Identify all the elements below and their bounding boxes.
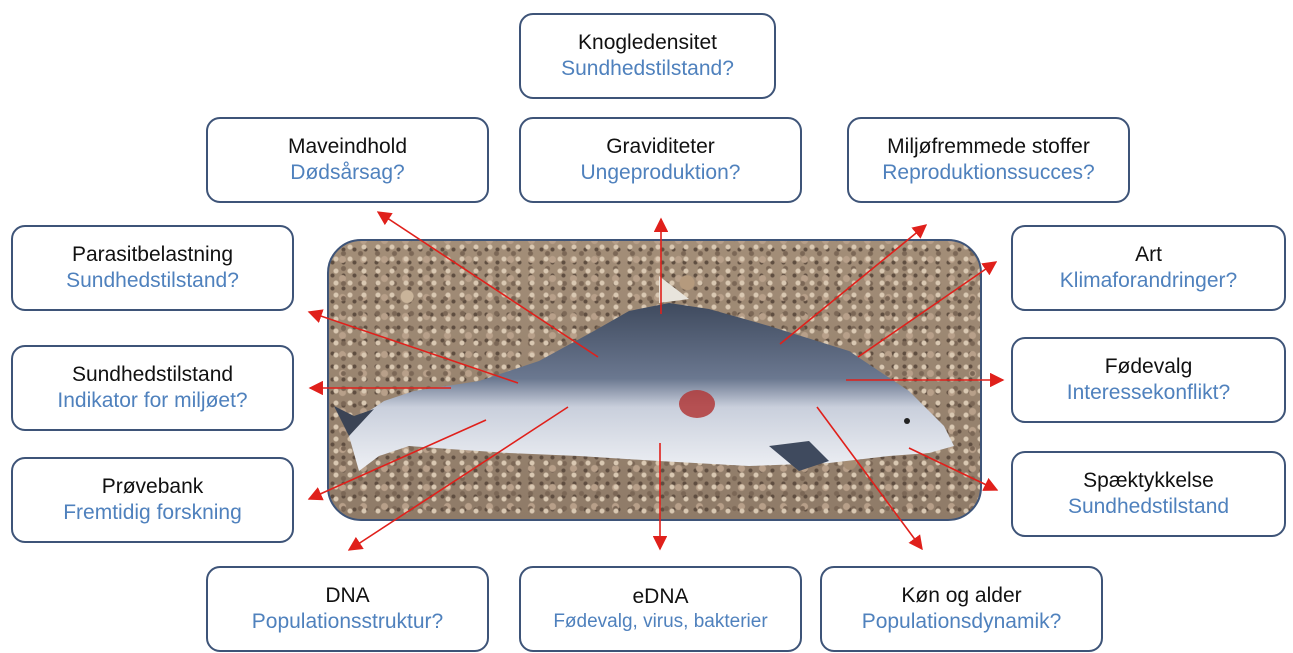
box-title: DNA [325,583,369,609]
box-title: Graviditeter [606,134,715,160]
box-subtitle: Fremtidig forskning [63,500,242,526]
box-fodevalg: Fødevalg Interessekonflikt? [1011,337,1286,423]
box-miljofremmede-stoffer: Miljøfremmede stoffer Reproduktionssucce… [847,117,1130,203]
box-subtitle: Klimaforandringer? [1060,268,1237,294]
box-subtitle: Reproduktionssucces? [882,160,1094,186]
porpoise-illustration [329,241,982,521]
box-title: Maveindhold [288,134,407,160]
box-subtitle: Populationsdynamik? [862,609,1062,635]
box-subtitle: Populationsstruktur? [252,609,443,635]
box-subtitle: Sundhedstilstand? [561,56,734,82]
box-sundhedstilstand: Sundhedstilstand Indikator for miljøet? [11,345,294,431]
box-title: Art [1135,242,1162,268]
box-title: Spæktykkelse [1083,468,1214,494]
box-subtitle: Indikator for miljøet? [57,388,247,414]
box-art: Art Klimaforandringer? [1011,225,1286,311]
box-title: Fødevalg [1105,354,1193,380]
box-title: Parasitbelastning [72,242,233,268]
box-graviditeter: Graviditeter Ungeproduktion? [519,117,802,203]
box-subtitle: Sundhedstilstand? [66,268,239,294]
box-knogledensitet: Knogledensitet Sundhedstilstand? [519,13,776,99]
box-subtitle: Ungeproduktion? [581,160,741,186]
box-title: Knogledensitet [578,30,717,56]
box-kon-og-alder: Køn og alder Populationsdynamik? [820,566,1103,652]
box-subtitle: Sundhedstilstand [1068,494,1229,520]
box-subtitle: Interessekonflikt? [1067,380,1230,406]
box-spaektykkelse: Spæktykkelse Sundhedstilstand [1011,451,1286,537]
box-title: Prøvebank [102,474,204,500]
box-maveindhold: Maveindhold Dødsårsag? [206,117,489,203]
box-edna: eDNA Fødevalg, virus, bakterier [519,566,802,652]
box-provebank: Prøvebank Fremtidig forskning [11,457,294,543]
box-title: Sundhedstilstand [72,362,233,388]
box-subtitle: Fødevalg, virus, bakterier [553,610,767,634]
box-subtitle: Dødsårsag? [290,160,404,186]
box-title: Miljøfremmede stoffer [887,134,1090,160]
box-dna: DNA Populationsstruktur? [206,566,489,652]
box-title: eDNA [632,584,688,610]
box-parasitbelastning: Parasitbelastning Sundhedstilstand? [11,225,294,311]
box-title: Køn og alder [901,583,1021,609]
porpoise-photo [327,239,982,521]
